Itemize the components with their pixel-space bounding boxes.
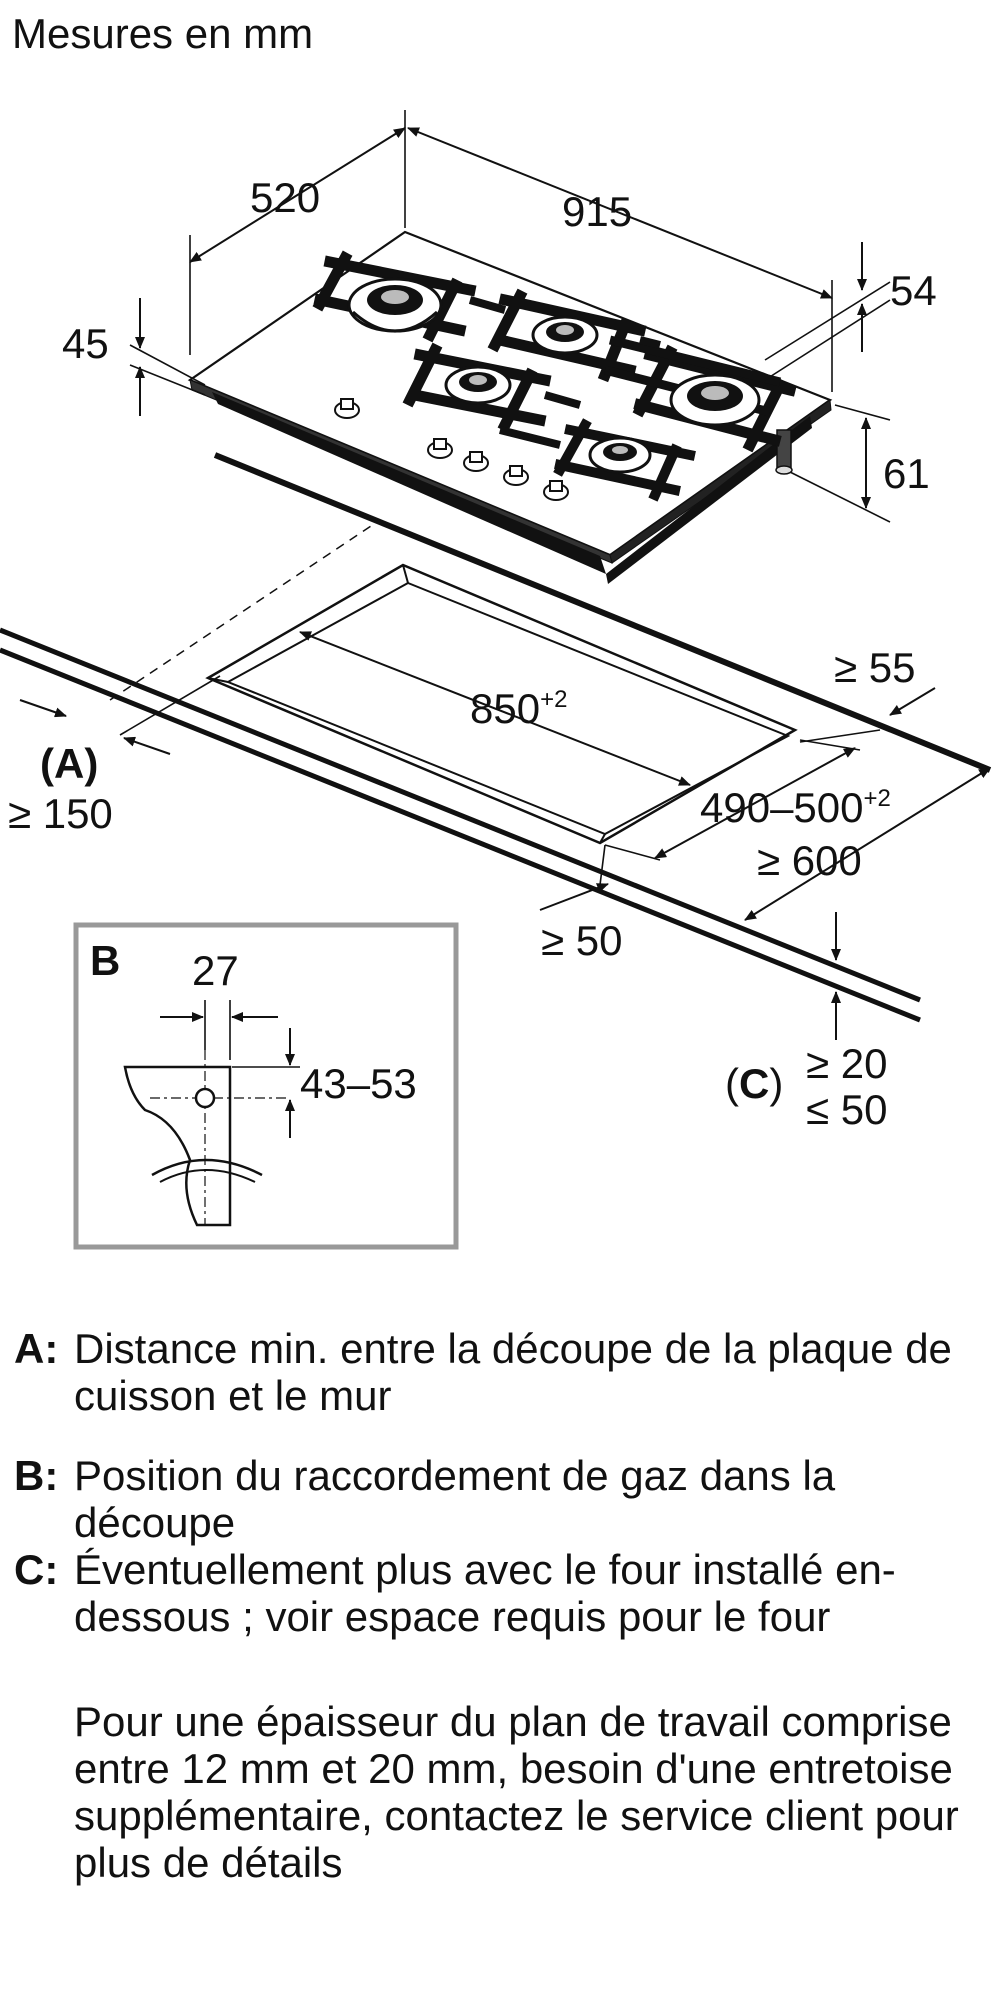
inset-dim-height: 43–53 [300, 1060, 417, 1107]
svg-text:(C): (C) [725, 1060, 783, 1107]
marker-c-open: ( [725, 1060, 739, 1107]
inset-dim-width: 27 [192, 947, 239, 994]
legend-key-c: C: [14, 1546, 59, 1593]
dim-cutout-length: 850 [470, 685, 540, 732]
dim-cutout-depth-tol: +2 [864, 785, 891, 812]
installation-diagram: Mesures en mm [0, 10, 992, 1250]
burner-front-right [553, 418, 696, 502]
dim-depth-520: 520 [250, 174, 320, 221]
dim-counter-depth: ≥ 600 [757, 837, 862, 884]
legend-entry-b: B: Position du raccordement de gaz dans … [14, 1452, 989, 1546]
marker-c-close: ) [769, 1060, 783, 1107]
dim-height-61: 61 [883, 450, 930, 497]
spacer-note: Pour une épaisseur du plan de travail co… [74, 1698, 959, 1886]
dim-below-min: ≥ 20 [806, 1040, 887, 1087]
legend-text-a: Distance min. entre la découpe de la pla… [74, 1325, 952, 1419]
dim-cutout-length-tol: +2 [540, 686, 567, 713]
dim-height-45: 45 [62, 320, 109, 367]
inset-b: B 27 43–53 [73, 922, 459, 1250]
legend-key-a: A: [14, 1325, 59, 1372]
page-title: Mesures en mm [12, 10, 313, 57]
dim-width-915: 915 [562, 188, 632, 235]
dim-clearance-front: ≥ 50 [541, 917, 622, 964]
legend-text-c: Éventuellement plus avec le four install… [74, 1546, 896, 1640]
dim-clearance-side: ≥ 150 [8, 790, 113, 837]
legend-entry-a: A: Distance min. entre la découpe de la … [14, 1325, 989, 1419]
gas-hob [187, 230, 833, 584]
legend: A: Distance min. entre la découpe de la … [14, 1325, 989, 1886]
dim-height-54: 54 [890, 267, 937, 314]
legend-text-b: Position du raccordement de gaz dans la … [74, 1452, 836, 1546]
legend-entry-c: C: Éventuellement plus avec le four inst… [14, 1546, 989, 1640]
svg-text:850+2: 850+2 [470, 685, 567, 732]
control-knobs [334, 398, 569, 501]
hob-dimensions: 520 915 45 54 61 [62, 110, 937, 523]
dim-below-max: ≤ 50 [806, 1086, 887, 1133]
burner-rear-right [487, 288, 647, 383]
dim-cutout-depth: 490–500 [700, 784, 864, 831]
marker-c: C [739, 1060, 769, 1107]
dim-clearance-back: ≥ 55 [834, 644, 915, 691]
burner-middle [402, 342, 552, 433]
burner-wok-right [603, 335, 797, 453]
svg-text:490–500+2: 490–500+2 [700, 784, 891, 831]
inset-b-label: B [90, 937, 120, 984]
marker-a: (A) [40, 740, 98, 787]
legend-key-b: B: [14, 1452, 59, 1499]
cutout-dimensions: 850+2 490–500+2 ≥ 55 ≥ 600 ≥ 50 (A) ≥ 15… [8, 631, 991, 1133]
